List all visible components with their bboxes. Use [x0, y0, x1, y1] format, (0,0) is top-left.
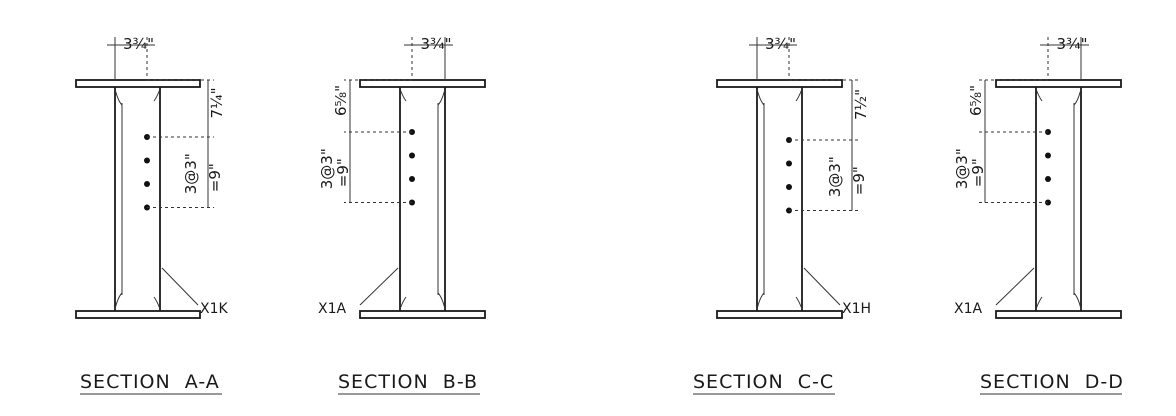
bolt-spacing-total: =9" — [206, 163, 224, 192]
corner-fillet — [1035, 88, 1043, 102]
corner-fillet — [1035, 296, 1043, 310]
bolt — [409, 176, 415, 182]
top-fillet — [114, 88, 123, 106]
corner-fillet — [795, 88, 803, 102]
bottom-fillet — [1073, 292, 1082, 310]
top-flange — [75, 79, 201, 88]
bolt-spacing-dimension: 3@3" — [182, 153, 200, 194]
bottom-fillet — [114, 292, 123, 310]
top-flange — [359, 79, 486, 88]
section-2: 3¾" 7½" 3@3" =9" X1H SECTION C-C — [693, 35, 871, 395]
bolt-spacing-total: =9" — [334, 158, 352, 187]
bottom-fillet — [756, 292, 765, 310]
bolt — [1045, 176, 1051, 182]
plate-label: X1K — [200, 301, 228, 317]
bottom-flange — [75, 310, 201, 319]
section-title: SECTION B-B — [338, 371, 478, 393]
bolt-spacing-dimension: 3@3" — [826, 156, 844, 197]
bolt-spacing-total: =9" — [969, 158, 987, 187]
top-flange — [716, 79, 843, 88]
section-0: 3¾" 7¼" 3@3" =9" X1K SECTION A-A — [75, 35, 228, 395]
bolt — [786, 160, 792, 167]
corner-fillet — [795, 296, 803, 310]
bolt — [144, 181, 150, 187]
edge-dimension: 7½" — [852, 89, 870, 120]
bottom-flange — [995, 310, 1122, 319]
plate-label: X1A — [318, 301, 346, 317]
label-leader — [803, 267, 841, 306]
bottom-flange — [359, 310, 486, 319]
edge-dimension: 6⅝" — [332, 85, 350, 116]
flange-dimension: 3¾" — [765, 35, 796, 53]
label-leader — [359, 267, 399, 306]
section-title: SECTION A-A — [80, 371, 220, 393]
section-1: 3¾" 6⅝" 3@3"=9" X1A SECTION B-B — [318, 35, 486, 395]
corner-fillet — [153, 88, 161, 102]
plate-label: X1H — [842, 301, 871, 317]
bolt — [786, 184, 792, 190]
flange-dimension: 3¾" — [421, 35, 452, 53]
top-fillet — [756, 88, 765, 106]
top-fillet — [1073, 88, 1082, 106]
bolt — [409, 152, 415, 159]
flange-dimension: 3¾" — [1057, 35, 1088, 53]
plate-label: X1A — [954, 301, 982, 317]
bottom-fillet — [437, 292, 446, 310]
bottom-flange — [716, 310, 843, 319]
label-leader — [161, 267, 199, 306]
bolt — [144, 157, 150, 164]
top-flange — [995, 79, 1122, 88]
bolt-spacing-dimension: 3@3" — [953, 148, 971, 189]
corner-fillet — [399, 88, 407, 102]
section-title: SECTION C-C — [693, 371, 834, 393]
edge-dimension: 6⅝" — [967, 85, 985, 116]
edge-dimension: 7¼" — [208, 88, 226, 119]
top-fillet — [437, 88, 446, 106]
corner-fillet — [399, 296, 407, 310]
corner-fillet — [153, 296, 161, 310]
bolt-spacing-dimension: 3@3" — [318, 148, 336, 189]
bolt — [1045, 152, 1051, 159]
section-title: SECTION D-D — [980, 371, 1124, 393]
flange-dimension: 3¾" — [123, 35, 154, 53]
label-leader — [995, 267, 1035, 306]
section-3: 3¾" 6⅝" 3@3"=9" X1A SECTION D-D — [953, 35, 1124, 395]
bolt-spacing-total: =9" — [850, 166, 868, 195]
